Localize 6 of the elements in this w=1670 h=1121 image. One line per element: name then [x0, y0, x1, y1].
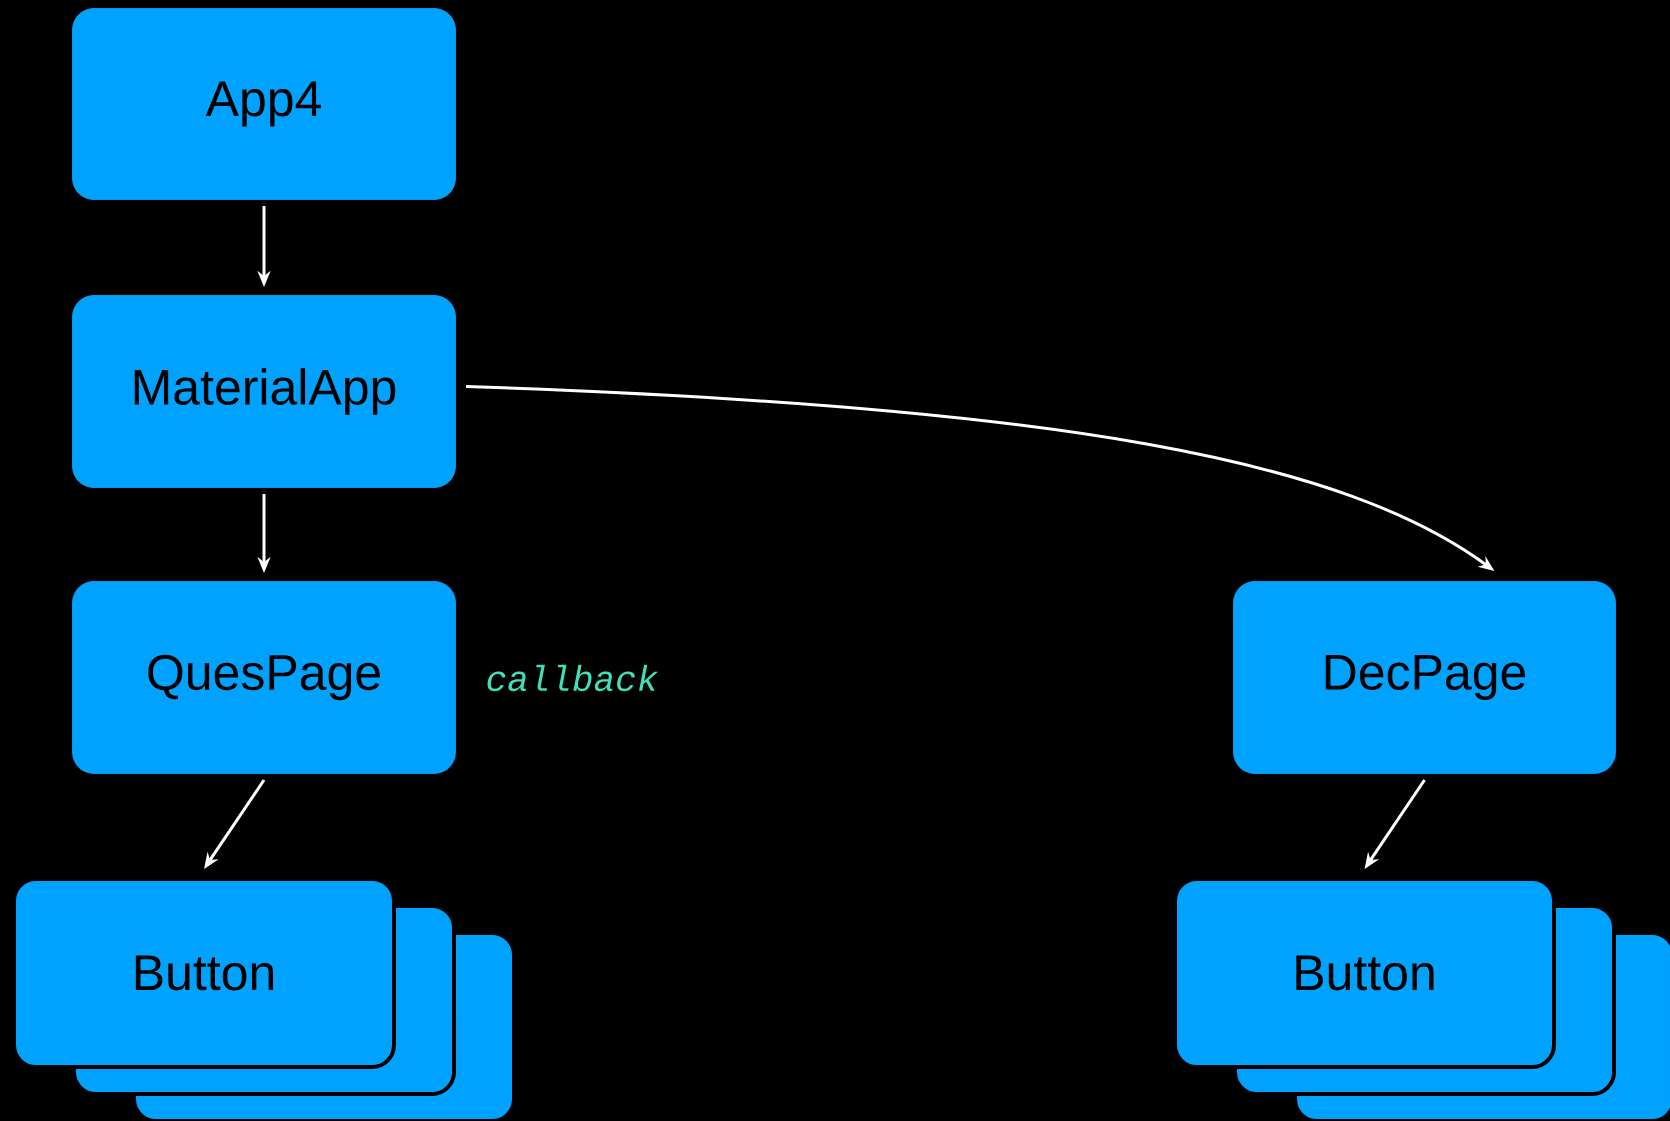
rounded-box: App4 — [71, 7, 457, 201]
rounded-box: MaterialApp — [71, 294, 457, 489]
stacked-cards: Button — [1173, 877, 1670, 1121]
stacked-cards: Button — [12, 877, 516, 1121]
rounded-box: QuesPage — [71, 580, 457, 775]
rounded-box: DecPage — [1232, 580, 1617, 775]
